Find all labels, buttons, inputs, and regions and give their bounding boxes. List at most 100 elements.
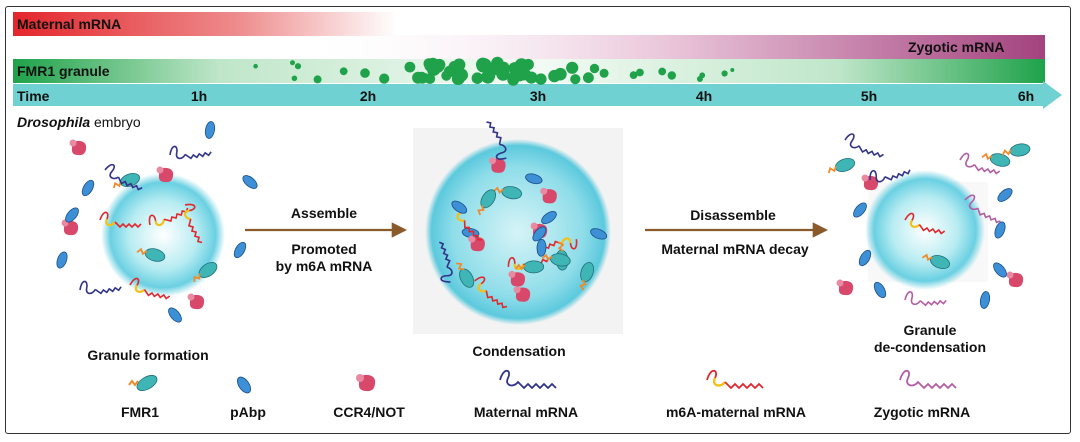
legend-ccr4-not-label: CCR4/NOT (333, 404, 405, 420)
ccr4-not-complex (468, 235, 485, 252)
fmr1-protein (981, 152, 1011, 167)
granule-dot (636, 68, 644, 77)
granule-dot (379, 73, 390, 84)
fmr1-protein (827, 158, 856, 174)
decondensation-caption-line2: de-condensation (873, 339, 987, 355)
assemble-label: Assemble (290, 205, 358, 221)
granule-dot (535, 73, 547, 85)
granule-dot (522, 58, 534, 71)
zygotic-mrna-bar (300, 35, 1045, 59)
tick-label: 4h (695, 88, 713, 104)
mrna-strand (183, 203, 203, 244)
ccr4-not-complex (508, 270, 526, 287)
maternal-mrna-bar (13, 12, 653, 36)
granule-dot (452, 58, 466, 72)
legend-maternal-mrna-icon (499, 369, 557, 390)
legend-zygotic-mrna-label: Zygotic mRNA (873, 404, 971, 420)
zygotic-mrna-label: Zygotic mRNA (908, 39, 1005, 55)
granule-dot (291, 75, 298, 82)
granule-dot (721, 70, 728, 77)
granule-dot (699, 72, 706, 79)
ccr4-not-complex (836, 279, 854, 296)
granule-dot (412, 71, 425, 84)
mrna-strand (844, 133, 884, 158)
ccr4-not-complex (156, 166, 174, 183)
granule-formation-caption: Granule formation (87, 347, 209, 363)
ccr4-not-complex (513, 286, 531, 302)
legend-pabp-icon (237, 376, 251, 394)
tick-label: 1h (190, 88, 208, 104)
time-arrow (13, 81, 1062, 109)
fmr1-protein (193, 262, 218, 282)
mrna-strand (904, 291, 947, 307)
mrna-strand (486, 121, 507, 160)
legend-ccr4-not-icon (356, 374, 376, 392)
granule-formation-illustration (56, 121, 258, 323)
pabp-protein (242, 175, 258, 189)
mrna-strand (964, 194, 1001, 224)
granule-dot (589, 63, 600, 74)
legend-zygotic-mrna-icon (899, 369, 957, 390)
granule-dot (478, 58, 492, 72)
tick-label: 6h (1017, 88, 1035, 104)
pabp-protein (65, 207, 79, 223)
granule-dot (629, 71, 638, 79)
ccr4-not-complex (488, 157, 506, 173)
fmr1-granule-label: FMR1 granule (17, 63, 110, 79)
pabp-protein (853, 202, 867, 218)
mrna-strand (474, 276, 508, 309)
mrna-strand (129, 277, 171, 300)
legend-maternal-mrna-label: Maternal mRNA (473, 404, 579, 420)
embryo-word: embryo (90, 114, 141, 130)
pabp-protein (536, 238, 547, 257)
granule-dot (423, 58, 435, 69)
pabp-protein (994, 221, 1006, 239)
condensation-caption: Condensation (472, 343, 566, 359)
legend-pabp-label: pAbp (230, 404, 266, 420)
pabp-protein (590, 228, 608, 240)
mrna-strand (169, 145, 212, 160)
pabp-protein (873, 281, 887, 299)
embryo-label: Drosophila embryo (17, 114, 141, 130)
granule-dot (583, 72, 594, 84)
pabp-protein (56, 251, 68, 269)
pabp-protein (541, 210, 557, 225)
pabp-protein (525, 173, 543, 185)
embryo-species: Drosophila (17, 114, 91, 130)
ccr4-not-complex (540, 187, 557, 204)
granule-dot (471, 72, 484, 84)
granule-dot (548, 69, 561, 83)
fmr1-protein (477, 189, 497, 216)
ccr4-not-complex (187, 293, 205, 310)
fmr1-protein (514, 260, 545, 274)
maternal-mrna-decay-label: Maternal mRNA decay (661, 241, 809, 257)
mrna-strand (104, 163, 143, 191)
legend-icons (128, 369, 957, 394)
pabp-protein (168, 307, 182, 323)
tick-label: 5h (860, 88, 878, 104)
figure-frame (5, 6, 1071, 434)
mrna-strand (99, 211, 142, 229)
fmr1-protein (456, 262, 475, 288)
mrna-strand (79, 280, 122, 295)
granule-dot (253, 63, 258, 69)
fmr1-protein (136, 247, 166, 262)
mrna-strand (959, 152, 1001, 175)
legend-fmr1-label: FMR1 (120, 404, 160, 420)
fmr1-protein (921, 253, 951, 269)
legend-fmr1-icon (128, 375, 158, 391)
condensation-illustration (413, 121, 623, 334)
ccr4-not-complex (861, 174, 879, 191)
ccr4-not-complex (69, 139, 87, 156)
decondensation-caption-line1: Granule (903, 322, 957, 338)
mrna-strand (869, 169, 911, 183)
pabp-protein (81, 179, 95, 197)
time-axis-label: Time (17, 88, 50, 104)
pabp-protein (204, 121, 216, 139)
granule-dot (525, 71, 538, 84)
fmr1-protein (579, 261, 594, 291)
granule-dot (730, 68, 735, 72)
ccr4-not-complex (1006, 271, 1024, 288)
